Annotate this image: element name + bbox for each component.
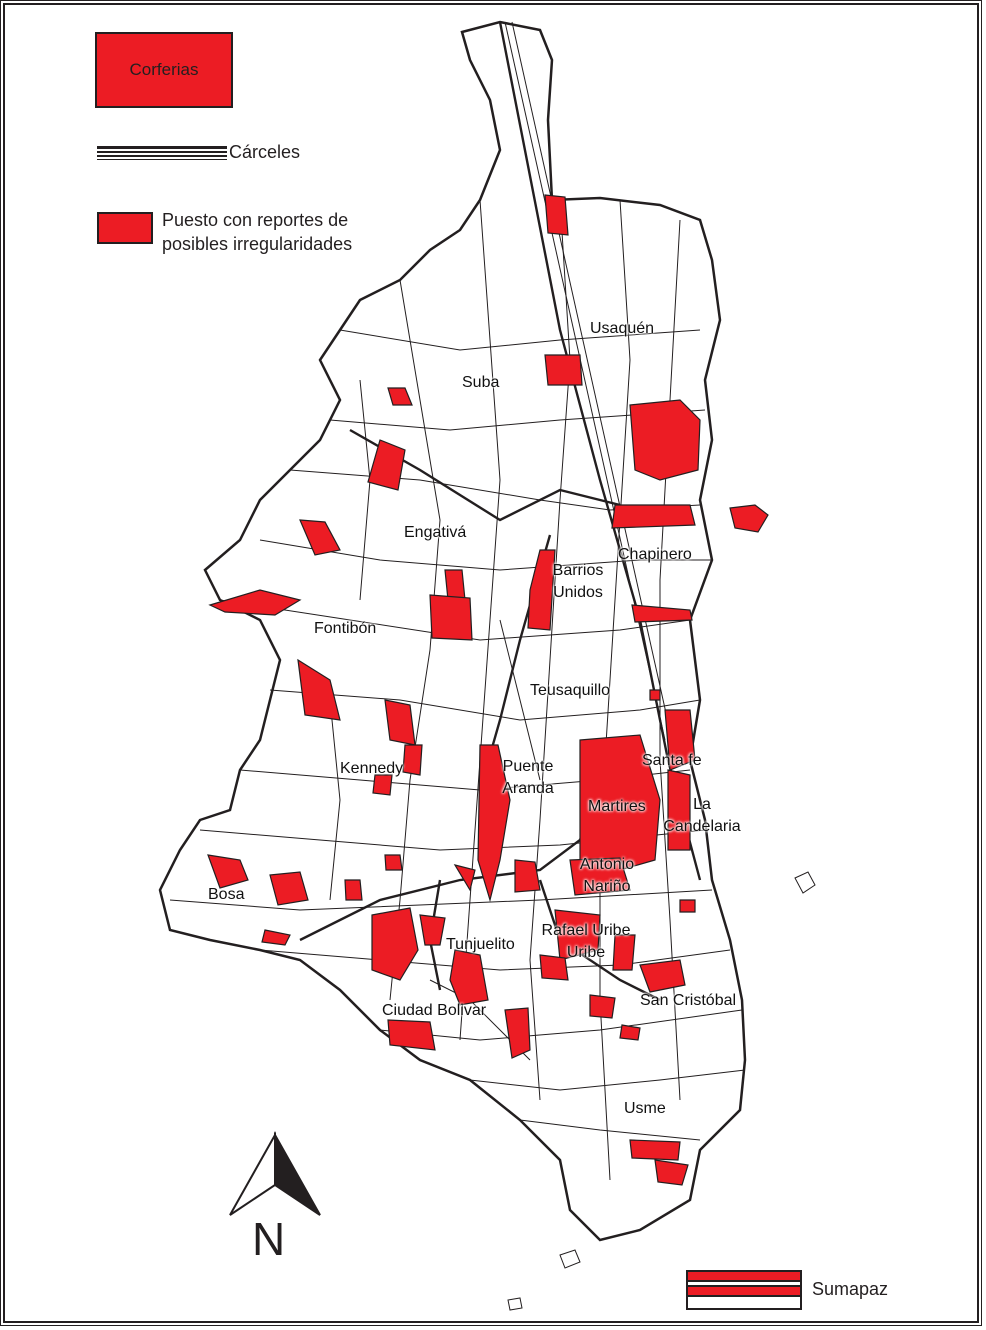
label-barrios-unidos-line2: Unidos <box>553 584 603 601</box>
label-fontibon: Fontibón <box>314 620 377 637</box>
label-rafael-uribe: Rafael Uribe Uribe <box>536 920 636 964</box>
prison-markers <box>507 871 816 1311</box>
label-la-candelaria-line1: La <box>693 796 711 813</box>
label-suba: Suba <box>462 374 500 391</box>
legend-puesto-line1: Puesto con reportes de <box>162 210 349 230</box>
label-puente-aranda-line2: Aranda <box>502 780 554 797</box>
label-usaquen: Usaquén <box>590 320 655 337</box>
north-letter: N <box>252 1213 286 1265</box>
label-ciudad-bolivar: Ciudad Bolivar <box>382 1002 487 1019</box>
label-kennedy: Kennedy <box>340 760 404 777</box>
label-barrios-unidos: Barrios Unidos <box>548 560 608 604</box>
legend-corferias-label: Corferias <box>129 60 199 79</box>
legend-carceles-line <box>97 146 227 160</box>
label-puente-aranda: Puente Aranda <box>496 756 560 800</box>
label-antonio-narino-line1: Antonio <box>579 856 635 873</box>
label-usme: Usme <box>624 1100 666 1117</box>
legend-sumapaz-label: Sumapaz <box>812 1279 889 1299</box>
label-rafael-uribe-line1: Rafael Uribe <box>541 922 631 939</box>
label-teusaquillo: Teusaquillo <box>530 682 611 699</box>
label-antonio-narino-line2: Nariño <box>583 878 631 895</box>
label-bosa: Bosa <box>208 886 245 903</box>
legend-carceles-label: Cárceles <box>229 142 301 162</box>
label-tunjuelito: Tunjuelito <box>446 936 515 953</box>
label-barrios-unidos-line1: Barrios <box>552 562 604 579</box>
highlighted-districts <box>207 194 769 1186</box>
label-la-candelaria-line2: Candelaria <box>663 818 741 835</box>
legend-puesto-line2: posibles irregularidades <box>162 234 353 254</box>
legend-puesto-swatch <box>97 212 153 244</box>
legend-puesto-label: Puesto con reportes de posibles irregula… <box>162 208 402 256</box>
legend-corferias: Corferias <box>95 32 233 108</box>
label-santa-fe: Santa fe <box>642 752 702 769</box>
label-antonio-narino: Antonio Nariño <box>572 854 642 898</box>
label-chapinero: Chapinero <box>618 546 692 563</box>
label-la-candelaria: La Candelaria <box>652 794 752 838</box>
label-san-cristobal: San Cristóbal <box>640 992 737 1009</box>
label-puente-aranda-line1: Puente <box>502 758 554 775</box>
label-martires: Martires <box>588 798 646 815</box>
label-rafael-uribe-line2: Uribe <box>566 944 606 961</box>
legend-sumapaz-swatch <box>686 1270 802 1310</box>
label-engativa: Engativá <box>404 524 467 541</box>
north-arrow-icon <box>229 1131 321 1216</box>
